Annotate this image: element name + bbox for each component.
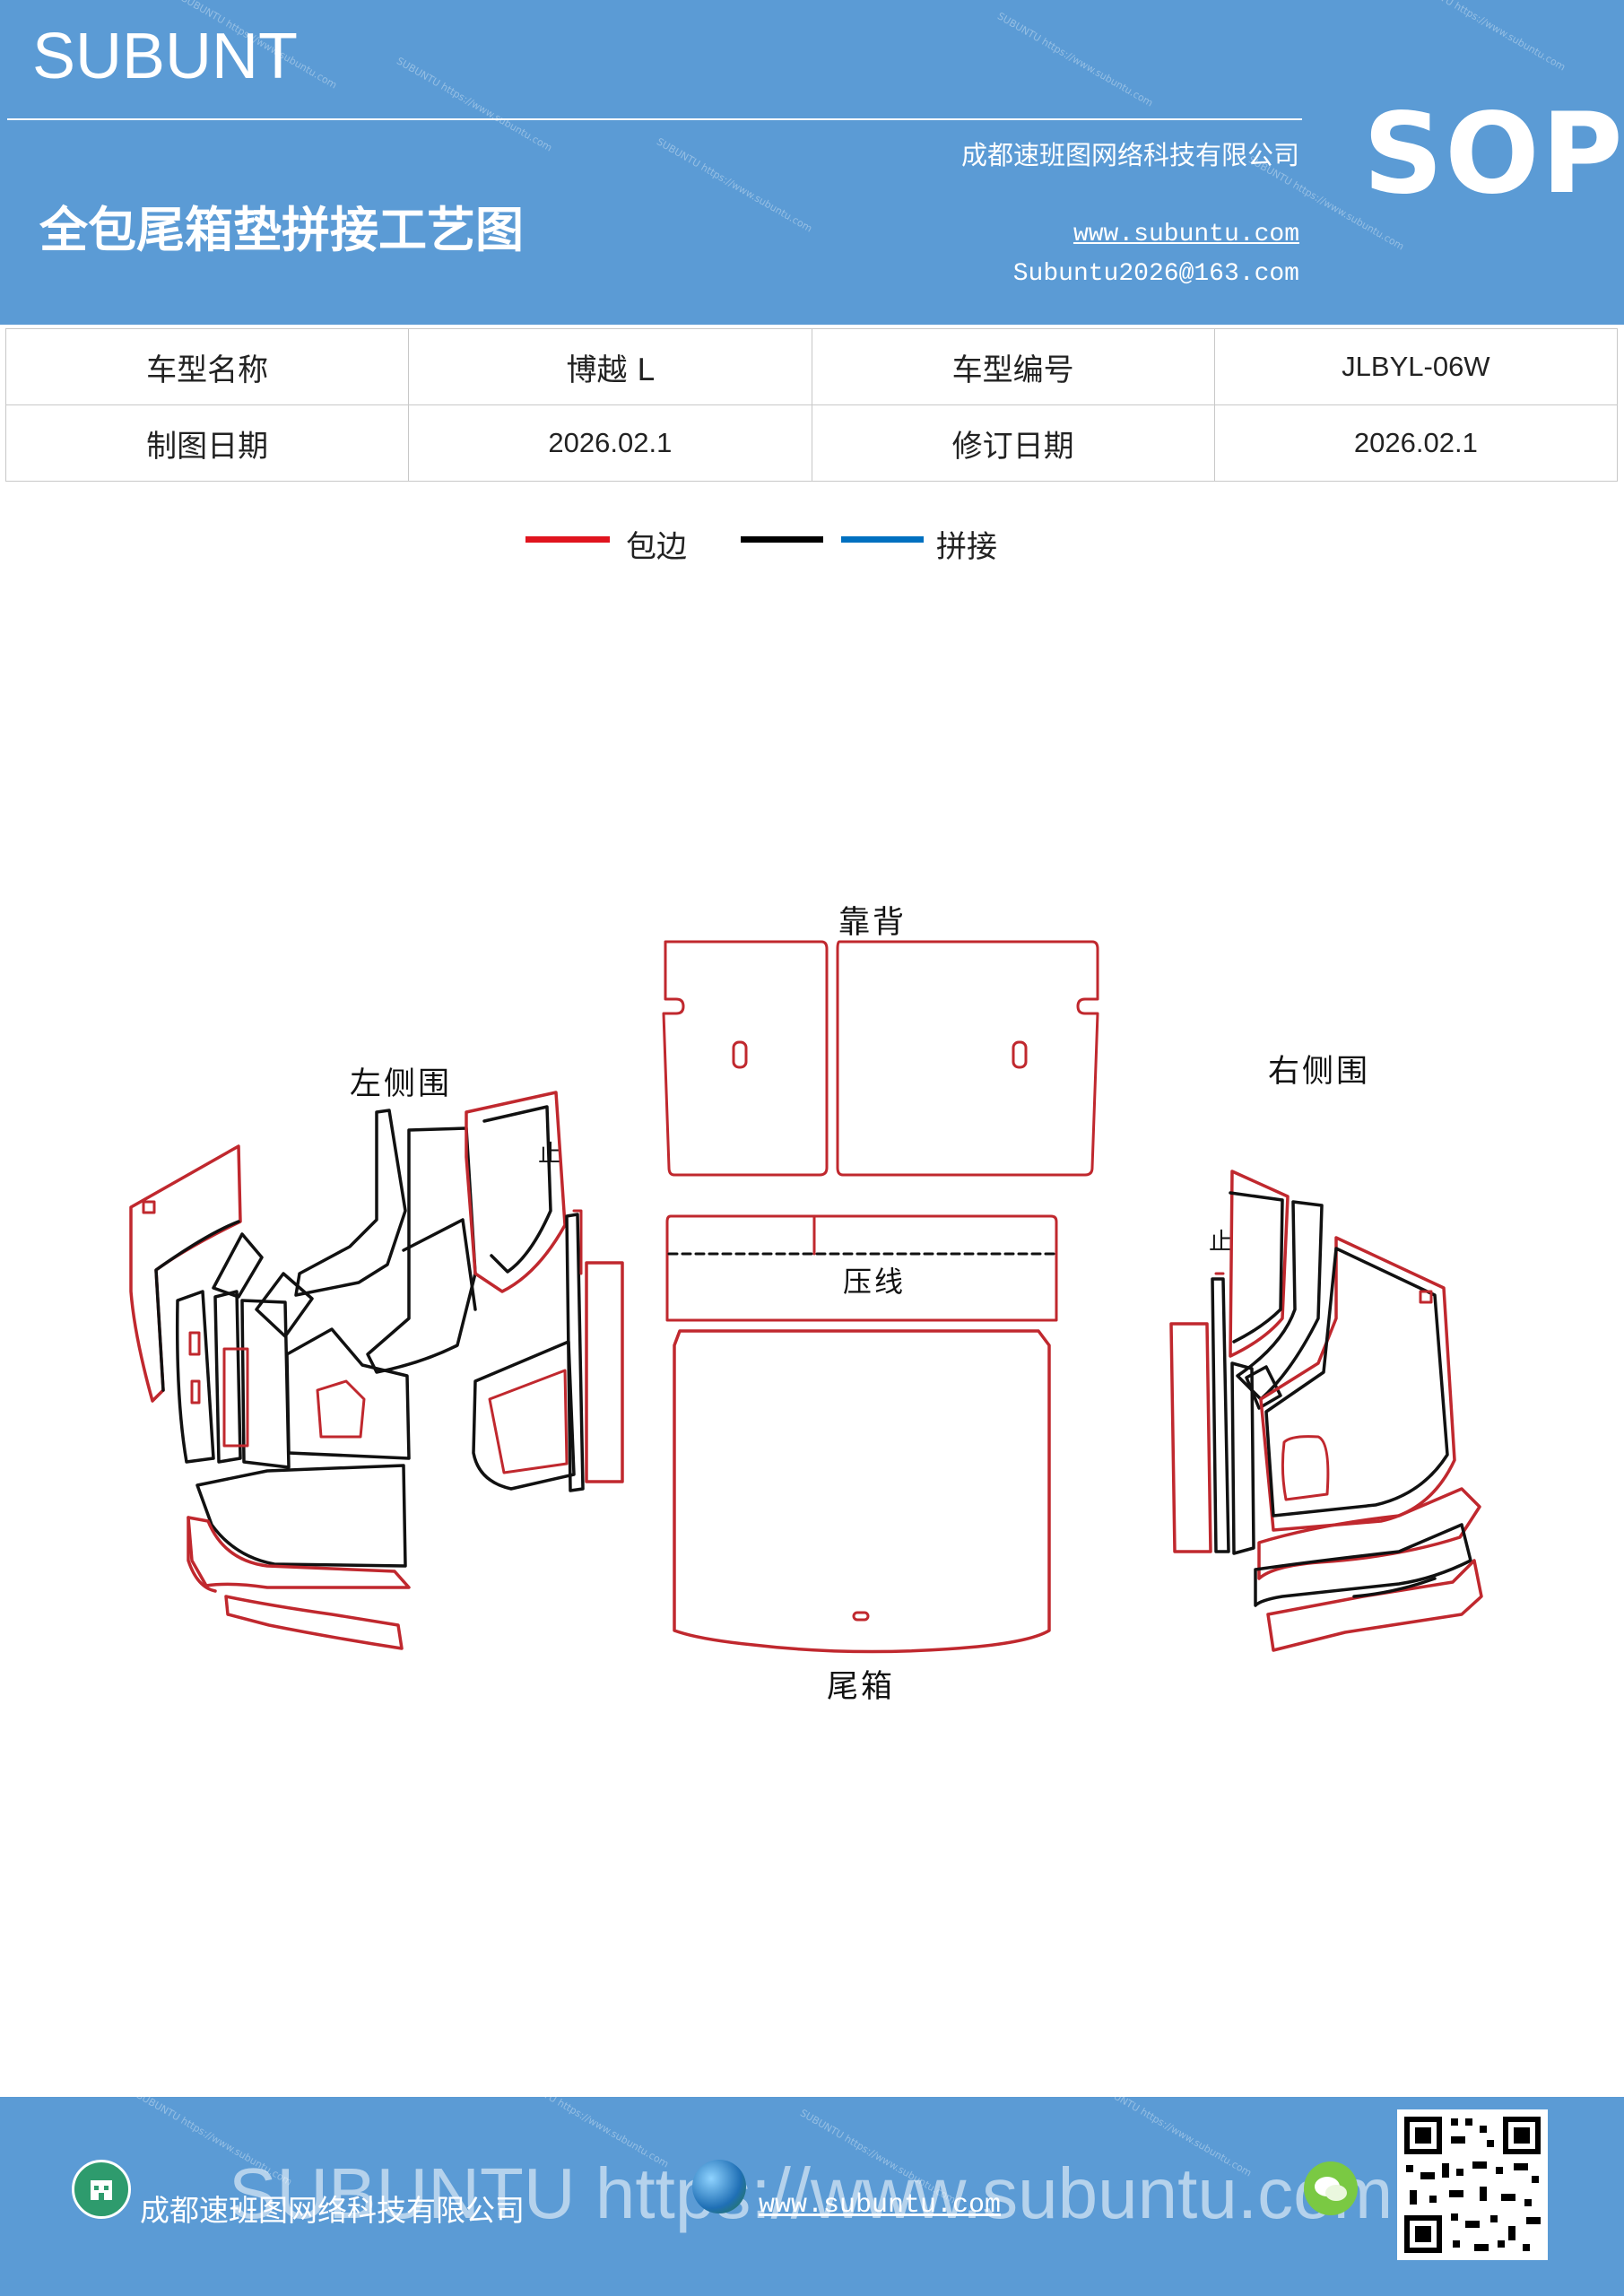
trunk-floor xyxy=(673,1329,1051,1654)
company-name: 成都速班图网络科技有限公司 xyxy=(960,140,1299,170)
watermark: SUBUNTU https://www.subuntu.com xyxy=(1408,0,1568,74)
legend-edge-swatch xyxy=(525,536,610,543)
legend-seam-swatch-black xyxy=(741,536,823,543)
backrest-right-panel xyxy=(836,940,1099,1177)
header-divider xyxy=(7,118,1302,120)
table-row: 制图日期 2026.02.1 修订日期 2026.02.1 xyxy=(4,404,1619,482)
email-address: Subuntu2026@163.com xyxy=(1012,260,1299,288)
left-side-label: 左侧围 xyxy=(350,1066,453,1102)
model-code-value: JLBYL-06W xyxy=(1213,328,1619,405)
legend: 包边 拼接 xyxy=(0,529,1624,574)
backrest-left-slot xyxy=(732,1040,748,1069)
watermark: SUBUNTU https://www.subuntu.com xyxy=(395,55,554,154)
trunk-label: 尾箱 xyxy=(827,1669,896,1705)
watermark: SUBUNTU https://www.subuntu.com xyxy=(995,10,1155,109)
footer-watermark: SUBUNTU https://www.subuntu.com xyxy=(229,2153,1394,2233)
footer-banner: SUBUNTU https://www.subuntu.com SUBUNTU … xyxy=(0,2097,1624,2296)
globe-icon xyxy=(692,2160,746,2213)
header-banner: SUBUNTU https://www.subuntu.com SUBUNTU … xyxy=(0,0,1624,325)
left-side-pieces xyxy=(129,1091,624,1650)
backrest-left-panel xyxy=(662,940,829,1177)
trunk-latch-slot xyxy=(852,1611,870,1622)
building-icon xyxy=(72,2160,131,2219)
legend-seam-label: 拼接 xyxy=(936,529,997,565)
website-link[interactable]: www.subuntu.com xyxy=(1073,221,1299,248)
sop-badge: SOP xyxy=(1363,90,1624,219)
legend-edge-label: 包边 xyxy=(626,529,687,565)
right-side-label: 右侧围 xyxy=(1268,1054,1371,1090)
legend-seam-swatch-blue xyxy=(841,536,924,543)
table-row: 车型名称 博越 L 车型编号 JLBYL-06W xyxy=(4,328,1619,405)
revise-date-value: 2026.02.1 xyxy=(1213,404,1619,482)
stop-mark: 止 xyxy=(1209,1229,1236,1256)
backrest-right-slot xyxy=(1012,1040,1028,1069)
vehicle-info-table: 车型名称 博越 L 车型编号 JLBYL-06W 制图日期 2026.02.1 … xyxy=(4,328,1619,482)
draw-date-value: 2026.02.1 xyxy=(408,404,812,482)
watermark: SUBUNTU https://www.subuntu.com xyxy=(655,135,814,235)
backrest-label: 靠背 xyxy=(838,905,908,941)
wechat-icon xyxy=(1304,2161,1358,2215)
model-name-label: 车型名称 xyxy=(4,328,410,405)
model-name-value: 博越 L xyxy=(408,328,812,405)
footer-website-link[interactable]: www.subuntu.com xyxy=(759,2190,1002,2221)
brand-logo-text: SUBUNT xyxy=(32,21,299,92)
press-line-label: 压线 xyxy=(843,1265,907,1299)
draw-date-label: 制图日期 xyxy=(4,404,410,482)
stop-mark: 止 xyxy=(538,1141,565,1168)
footer-company-name: 成都速班图网络科技有限公司 xyxy=(140,2193,525,2228)
qr-code xyxy=(1397,2109,1548,2260)
document-title: 全包尾箱垫拼接工艺图 xyxy=(39,202,524,258)
model-code-label: 车型编号 xyxy=(811,328,1215,405)
revise-date-label: 修订日期 xyxy=(811,404,1215,482)
